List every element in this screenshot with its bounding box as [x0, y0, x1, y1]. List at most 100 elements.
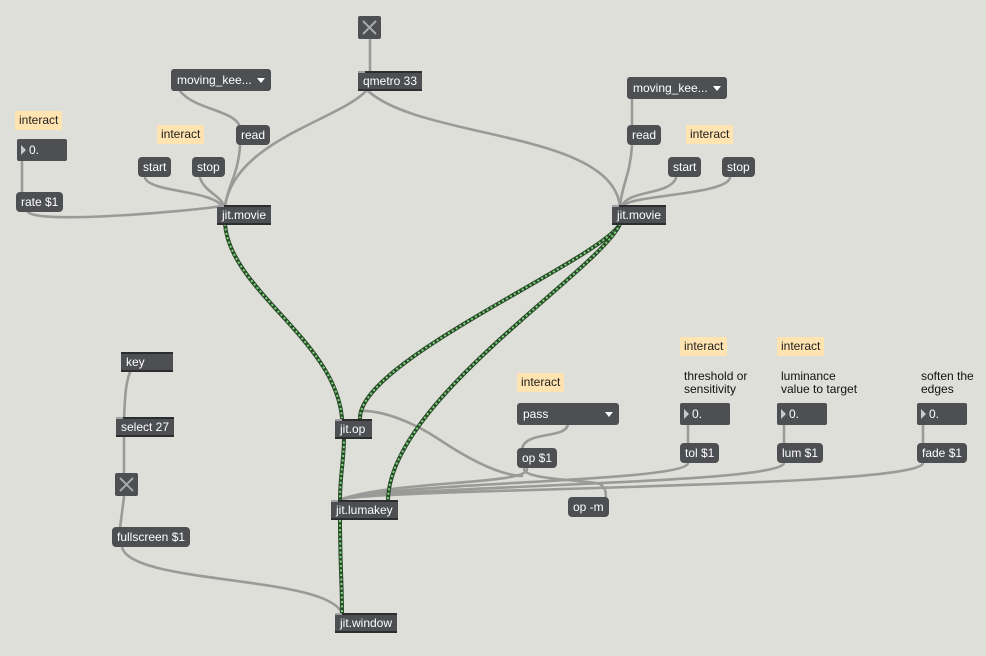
op-mode-menu[interactable]: pass [517, 403, 619, 425]
read-message-right[interactable]: read [627, 125, 662, 145]
menu-label: pass [523, 407, 549, 421]
inlet[interactable] [358, 71, 365, 73]
inlet[interactable] [217, 205, 224, 207]
outlet[interactable] [612, 223, 619, 225]
message-label: op $1 [522, 451, 553, 465]
inlet[interactable] [116, 417, 123, 419]
op-message[interactable]: op $1 [517, 448, 558, 468]
inlet[interactable] [335, 613, 342, 615]
fullscreen-message[interactable]: fullscreen $1 [112, 527, 191, 547]
matrix-cord [358, 222, 622, 420]
fade-message[interactable]: fade $1 [917, 443, 968, 463]
chevron-down-icon [713, 86, 721, 91]
triangle-icon [684, 409, 689, 419]
qmetro-toggle[interactable] [358, 16, 381, 39]
jit-lumakey-object[interactable]: jit.lumakey [331, 500, 398, 520]
message-label: fullscreen $1 [117, 530, 186, 544]
key-object[interactable]: key [121, 352, 173, 372]
rate-number-box[interactable]: 0. [17, 139, 67, 161]
start-message-right[interactable]: start [668, 157, 702, 177]
number-value: 0. [692, 407, 703, 421]
inlet[interactable] [331, 500, 338, 502]
triangle-icon [21, 145, 26, 155]
message-label: read [241, 128, 266, 142]
object-label: key [126, 355, 145, 369]
rate-message[interactable]: rate $1 [16, 192, 64, 212]
movie-menu-right[interactable]: moving_kee... [627, 77, 727, 99]
lum-message[interactable]: lum $1 [777, 443, 824, 463]
select-object[interactable]: select 27 [116, 417, 174, 437]
message-label: fade $1 [922, 446, 963, 460]
movie-menu-left[interactable]: moving_kee... [171, 69, 271, 91]
tol-message[interactable]: tol $1 [680, 443, 720, 463]
cord [178, 89, 242, 129]
number-value: 0. [929, 407, 940, 421]
cord [520, 421, 570, 451]
inlet[interactable] [335, 419, 342, 421]
cord [620, 176, 678, 208]
jit-movie-left-object[interactable]: jit.movie [217, 205, 271, 225]
tol-description: threshold or sensitivity [684, 369, 748, 396]
cord [618, 144, 634, 208]
message-label: tol $1 [685, 446, 715, 460]
outlet[interactable] [121, 370, 128, 372]
x-icon [362, 20, 377, 35]
start-message-left[interactable]: start [138, 157, 172, 177]
outlet[interactable] [358, 89, 365, 91]
jit-window-object[interactable]: jit.window [335, 613, 397, 633]
interact-comment: interact [517, 373, 565, 392]
number-value: 0. [29, 143, 40, 157]
cord [621, 176, 732, 208]
matrix-cord [386, 222, 622, 502]
cord [120, 545, 344, 616]
cord [143, 176, 224, 208]
cord [340, 461, 925, 501]
stop-message-left[interactable]: stop [192, 157, 225, 177]
chevron-down-icon [257, 78, 265, 83]
lum-description: luminance value to target [781, 369, 858, 396]
matrix-cord [223, 222, 344, 420]
cord [223, 88, 369, 208]
x-icon [119, 477, 134, 492]
outlet[interactable] [331, 518, 338, 520]
object-label: jit.lumakey [336, 503, 393, 517]
triangle-icon [921, 409, 926, 419]
jit-op-object[interactable]: jit.op [335, 419, 372, 439]
outlet[interactable] [217, 223, 224, 225]
interact-comment: interact [157, 125, 205, 144]
cord [198, 176, 226, 208]
outlet[interactable] [116, 435, 123, 437]
message-label: rate $1 [21, 195, 59, 209]
fade-number-box[interactable]: 0. [917, 403, 967, 425]
triangle-icon [781, 409, 786, 419]
op-m-message[interactable]: op -m [568, 497, 609, 517]
object-label: jit.movie [617, 208, 662, 222]
object-label: select 27 [121, 420, 170, 434]
read-message-left[interactable]: read [236, 125, 271, 145]
menu-label: moving_kee... [633, 81, 708, 95]
message-label: stop [727, 160, 750, 174]
interact-comment: interact [777, 337, 825, 356]
cord [122, 370, 132, 421]
jit-movie-right-object[interactable]: jit.movie [612, 205, 666, 225]
qmetro-object[interactable]: qmetro 33 [358, 71, 422, 91]
fullscreen-toggle[interactable] [115, 473, 138, 496]
cord [223, 144, 242, 208]
message-label: start [673, 160, 697, 174]
message-label: start [143, 160, 167, 174]
stop-message-right[interactable]: stop [722, 157, 755, 177]
object-label: qmetro 33 [363, 74, 418, 88]
interact-comment: interact [686, 125, 734, 144]
message-label: lum $1 [782, 446, 819, 460]
inlet[interactable] [612, 205, 619, 207]
outlet[interactable] [335, 437, 342, 439]
cord [26, 204, 224, 219]
tol-number-box[interactable]: 0. [680, 403, 730, 425]
lum-number-box[interactable]: 0. [777, 403, 827, 425]
object-label: jit.op [340, 422, 366, 436]
cord [340, 461, 690, 501]
object-label: jit.movie [222, 208, 267, 222]
cord [358, 409, 524, 478]
